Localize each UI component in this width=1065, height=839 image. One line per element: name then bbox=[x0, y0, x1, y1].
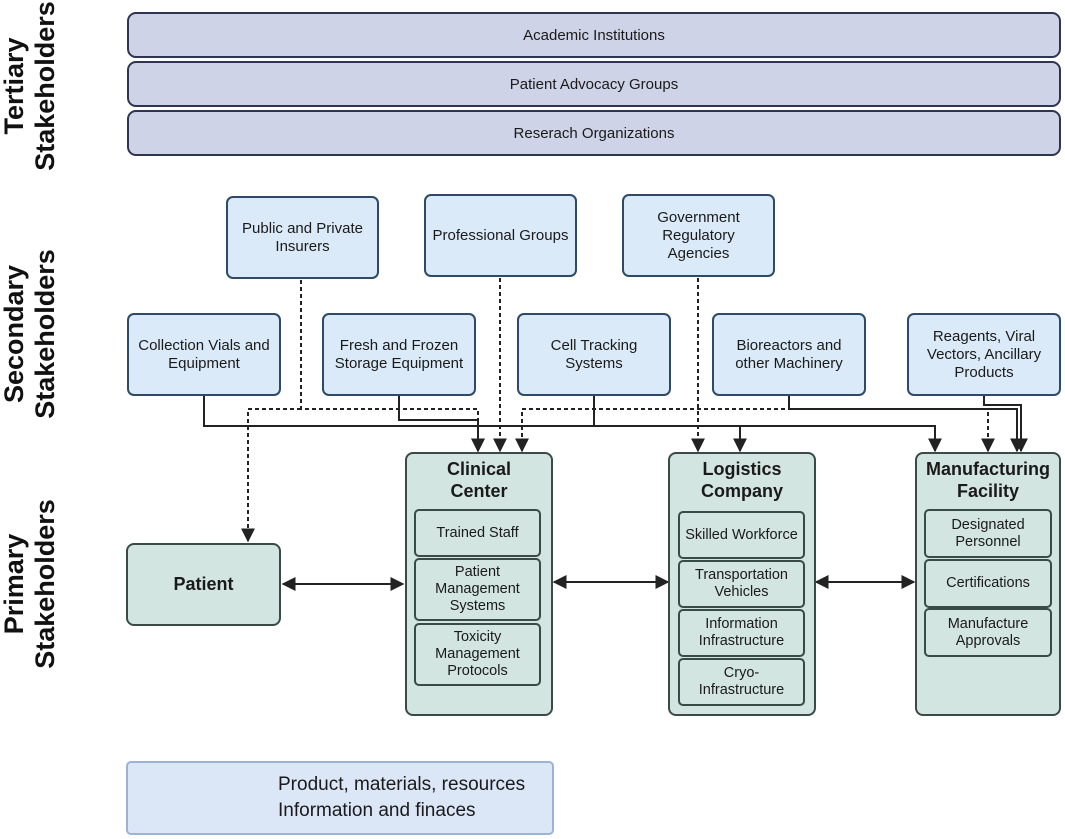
clinical-trained-staff: Trained Staff bbox=[414, 509, 541, 557]
primary-logistics-company: Logistics Company Skilled Workforce Tran… bbox=[668, 452, 816, 716]
secondary-professional-groups: Professional Groups bbox=[424, 194, 577, 277]
manufacturing-approvals: Manufacture Approvals bbox=[924, 608, 1052, 657]
secondary-reagents: Reagents, Viral Vectors, Ancillary Produ… bbox=[907, 313, 1061, 396]
logistics-cryo-infrastructure: Cryo-Infrastructure bbox=[678, 658, 805, 706]
clinical-patient-management: Patient Management Systems bbox=[414, 558, 541, 621]
tertiary-research-organizations: Reserach Organizations bbox=[127, 110, 1061, 156]
solid-line-cell-tracking bbox=[593, 396, 747, 453]
logistics-transportation-vehicles: Transportation Vehicles bbox=[678, 560, 805, 608]
manufacturing-facility-title: Manufacturing Facility bbox=[926, 459, 1050, 501]
tertiary-patient-advocacy-groups: Patient Advocacy Groups bbox=[127, 61, 1061, 107]
logistics-company-title: Logistics Company bbox=[700, 459, 783, 501]
legend-solid-label: Product, materials, resources bbox=[278, 774, 526, 795]
primary-patient: Patient bbox=[126, 543, 281, 626]
solid-line-storage bbox=[398, 396, 485, 453]
secondary-cell-tracking: Cell Tracking Systems bbox=[517, 313, 671, 396]
dashed-line-insurers bbox=[300, 280, 485, 453]
tertiary-academic-institutions: Academic Institutions bbox=[127, 12, 1061, 58]
primary-clinical-center: Clinical Center Trained Staff Patient Ma… bbox=[405, 452, 553, 716]
manufacturing-designated-personnel: Designated Personnel bbox=[924, 509, 1052, 558]
solid-line-bioreactors bbox=[788, 396, 1024, 453]
solid-line-reagents bbox=[983, 396, 1028, 453]
primary-manufacturing-facility: Manufacturing Facility Designated Person… bbox=[915, 452, 1061, 716]
logistics-information-infrastructure: Information Infrastructure bbox=[678, 609, 805, 657]
clinical-center-title: Clinical Center bbox=[446, 459, 512, 501]
legend: Product, materials, resources Informatio… bbox=[126, 761, 554, 835]
logistics-skilled-workforce: Skilled Workforce bbox=[678, 511, 805, 559]
secondary-regulatory-agencies: Government Regulatory Agencies bbox=[622, 194, 775, 277]
dashed-line-regulatory-clinical bbox=[515, 408, 995, 453]
clinical-toxicity-protocols: Toxicity Management Protocols bbox=[414, 623, 541, 686]
legend-dashed-label: Information and finaces bbox=[278, 800, 476, 821]
secondary-insurers: Public and Private Insurers bbox=[226, 196, 379, 279]
secondary-storage-equipment: Fresh and Frozen Storage Equipment bbox=[322, 313, 476, 396]
secondary-collection-vials: Collection Vials and Equipment bbox=[127, 313, 281, 396]
solid-line-collection-vials bbox=[203, 396, 942, 453]
secondary-bioreactors: Bioreactors and other Machinery bbox=[712, 313, 866, 396]
manufacturing-certifications: Certifications bbox=[924, 559, 1052, 608]
dashed-line-insurers-patient bbox=[241, 408, 301, 543]
